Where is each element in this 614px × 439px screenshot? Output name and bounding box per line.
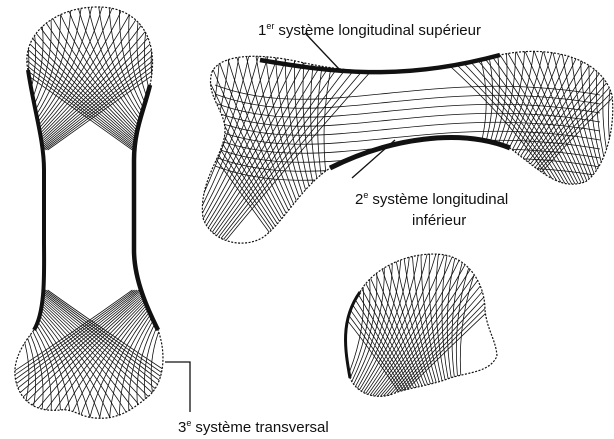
trabecula-line <box>275 50 324 250</box>
trabecula-line <box>589 40 613 200</box>
trabecula-line <box>179 50 260 250</box>
trabecula-line <box>144 0 178 150</box>
trabecula-line <box>608 40 614 200</box>
leader-lines <box>165 33 395 412</box>
trabecula-line <box>41 0 225 150</box>
trabecula-line <box>137 0 176 150</box>
trabecula-line <box>0 290 29 430</box>
trabecula-line <box>167 50 220 250</box>
trabecula-line <box>98 0 168 150</box>
trabecula-line <box>396 250 554 400</box>
trabecula-line <box>331 250 417 400</box>
trabecula-line <box>380 250 500 400</box>
trabecula-line <box>15 0 93 150</box>
leader-line-2 <box>352 140 395 178</box>
trabecula-line <box>158 50 192 250</box>
trabecula-line <box>394 250 546 400</box>
trabecula-line <box>340 250 371 400</box>
trabecula-line <box>161 50 201 250</box>
trabecula-line <box>209 50 360 250</box>
trabecula-line <box>151 290 181 430</box>
trabecula-line <box>322 250 415 400</box>
trabecula-line <box>0 0 29 150</box>
trabecula-line <box>200 50 330 250</box>
trabecula-line <box>32 290 181 430</box>
trabecula-line <box>212 50 370 250</box>
inferior-longitudinal-cortex <box>330 138 510 168</box>
trabecula-line <box>485 40 565 200</box>
vertical-bone-left-cortex <box>28 70 44 330</box>
trabecula-line <box>39 0 214 150</box>
shell-bone <box>286 250 554 400</box>
leader-line-3 <box>165 362 190 412</box>
trabecula-line <box>596 40 614 200</box>
trabecula-line <box>482 40 555 200</box>
superior-longitudinal-cortex <box>260 55 500 72</box>
horizontal-bone <box>135 40 614 250</box>
trabecula-line <box>41 290 225 430</box>
trabecula-line <box>48 290 258 430</box>
trabecula-line <box>164 50 210 250</box>
trabecula-line <box>324 50 342 250</box>
label-2-line-2: inférieur <box>412 212 466 229</box>
trabecula-line <box>311 50 336 250</box>
trabecula-line <box>151 0 181 150</box>
trabecula-line <box>87 0 165 150</box>
trabecula-line <box>145 50 285 250</box>
trabecula-line <box>205 50 303 250</box>
